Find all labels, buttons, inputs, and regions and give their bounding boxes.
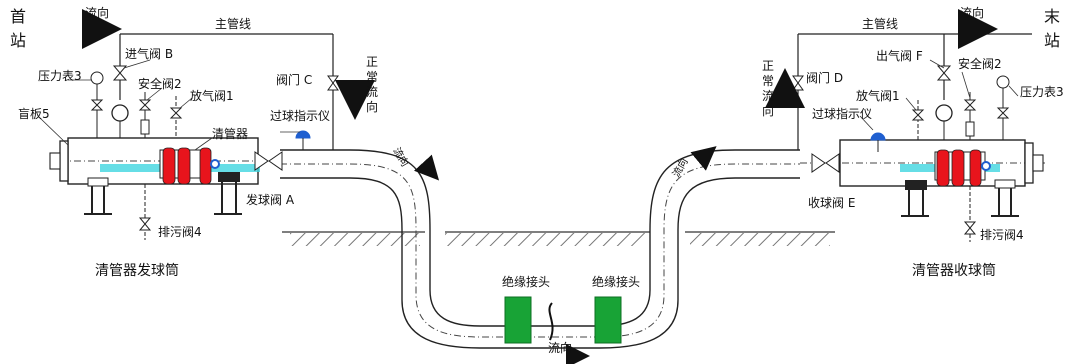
label-launch-valve-a: 发球阀 A [246, 192, 295, 207]
text-labels: 首 站 末 站 主管线 主管线 流向 流向 进气阀 B 压力表3 安全阀2 放气… [10, 5, 1064, 355]
label-vent-valve-right: 放气阀1 [856, 88, 900, 103]
svg-text:常: 常 [366, 70, 378, 84]
label-safety-valve-right: 安全阀2 [958, 56, 1002, 71]
pig-indicator-right [870, 132, 886, 152]
label-end-station-2: 站 [1044, 31, 1060, 50]
drain-valve-left-symbol [138, 184, 152, 240]
label-drain-valve-right: 排污阀4 [980, 228, 1024, 242]
label-pig: 清管器 [212, 126, 248, 141]
pressure-gauge-left-symbol [90, 71, 104, 138]
label-pressure-gauge-right: 压力表3 [1020, 85, 1064, 99]
svg-text:流: 流 [366, 85, 378, 99]
label-end-station-1: 末 [1044, 7, 1060, 26]
blind-plate-left [49, 140, 69, 182]
label-flow-pipe-right: 流向 [669, 156, 690, 180]
label-flow-top-left: 流向 [85, 5, 109, 20]
valve-d-symbol [792, 75, 804, 91]
svg-text:正: 正 [366, 55, 378, 69]
label-receiver-title: 清管器收球筒 [912, 262, 996, 279]
label-main-line-right: 主管线 [862, 16, 898, 31]
svg-text:向: 向 [366, 99, 378, 114]
label-receive-valve-e: 收球阀 E [808, 196, 855, 210]
valve-c-symbol [327, 75, 339, 91]
vent-valve-right-symbol [911, 100, 925, 140]
pipe-break-mark [548, 302, 554, 341]
label-drain-valve-left: 排污阀4 [158, 225, 202, 239]
label-vent-valve-left: 放气阀1 [190, 88, 234, 103]
label-normal-flow-left: 正 常 流 向 [366, 55, 378, 114]
buried-pipeline [280, 149, 800, 349]
insulating-joint-right-symbol [594, 296, 622, 344]
svg-text:向: 向 [762, 103, 774, 118]
label-insulating-joint-right: 绝缘接头 [592, 274, 640, 289]
label-launcher-title: 清管器发球筒 [95, 262, 179, 279]
launcher-supports [84, 172, 242, 215]
launch-valve-a [254, 151, 283, 171]
pressure-gauge-right-symbol [996, 75, 1010, 140]
safety-valve-left-symbol [138, 92, 152, 138]
label-start-station-2: 站 [10, 31, 26, 50]
inlet-valve-b-symbol [111, 65, 129, 138]
pig-indicator-left [295, 130, 311, 150]
pig-left [159, 147, 220, 185]
label-pressure-gauge-left: 压力表3 [38, 69, 82, 83]
svg-text:流: 流 [762, 89, 774, 103]
label-pig-indicator-left: 过球指示仪 [270, 108, 330, 123]
blind-plate-right [1024, 142, 1044, 184]
vent-valve-left-symbol [169, 96, 183, 138]
label-outlet-valve-f: 出气阀 F [876, 48, 923, 63]
pig-right [934, 149, 991, 187]
ground-right [685, 231, 835, 246]
leader-lines [39, 59, 1019, 151]
label-normal-flow-right: 正 常 流 向 [762, 59, 774, 118]
receive-valve-e [811, 153, 840, 173]
label-start-station-1: 首 [10, 7, 26, 26]
label-blind-plate: 盲板5 [18, 106, 50, 121]
outlet-valve-f-symbol [935, 65, 953, 140]
label-valve-d: 阀门 D [806, 70, 843, 85]
label-pig-indicator-right: 过球指示仪 [812, 106, 872, 121]
label-insulating-joint-left: 绝缘接头 [502, 274, 550, 289]
label-flow-pipe-left: 流向 [390, 145, 411, 169]
label-safety-valve-left: 安全阀2 [138, 76, 182, 91]
label-flow-top-right: 流向 [960, 5, 984, 20]
drain-valve-right-symbol [963, 186, 977, 242]
label-inlet-valve-b: 进气阀 B [125, 46, 173, 61]
ground-center [445, 231, 650, 246]
insulating-joint-left-symbol [504, 296, 532, 344]
flow-arrow-pipe-left [414, 154, 440, 181]
svg-text:常: 常 [762, 74, 774, 88]
ground-left [282, 231, 425, 246]
svg-text:正: 正 [762, 59, 774, 73]
receiver-supports [901, 179, 1019, 217]
flow-arrow-pipe-right [690, 146, 717, 171]
label-flow-bottom: 流向 [548, 340, 572, 355]
safety-valve-right-symbol [963, 92, 977, 140]
label-main-line-left: 主管线 [215, 16, 251, 31]
label-valve-c: 阀门 C [276, 72, 312, 87]
